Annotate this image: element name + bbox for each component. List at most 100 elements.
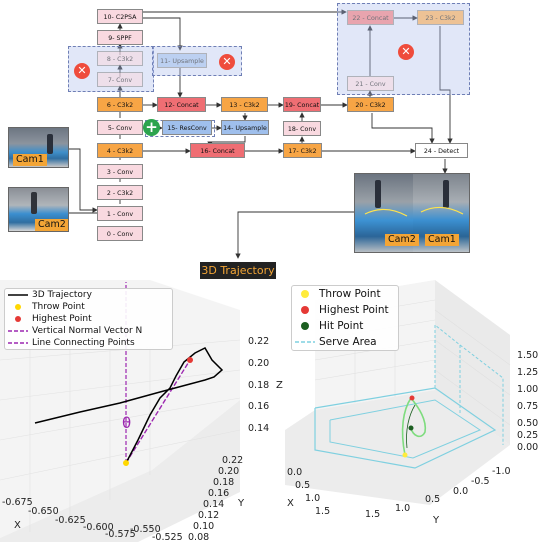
legend-label: 3D Trajectory: [32, 290, 92, 300]
node-conv-1: 1 - Conv: [97, 206, 143, 221]
legend-item: Line Connecting Points: [5, 337, 172, 349]
dot-swatch: [8, 315, 28, 323]
node-conv-18: 18- Conv: [283, 121, 321, 136]
node-upsample-14: 14- Upsample: [221, 120, 269, 135]
right-plot-legend: Throw Point Highest Point Hit Point Serv…: [291, 285, 399, 351]
z-axis-label: Z: [276, 380, 283, 391]
diagram-connectors: [68, 9, 453, 259]
theta-label: θ: [122, 414, 131, 432]
x-tick: -0.675: [2, 497, 33, 508]
cam1-frame: Cam1: [8, 127, 69, 168]
legend-label: Highest Point: [32, 314, 92, 324]
cam2-frame: Cam2: [8, 187, 69, 232]
remove-icon: ✕: [398, 44, 414, 60]
y-axis-label: Y: [237, 498, 245, 509]
z-tick: 0.14: [248, 423, 269, 434]
z-tick: 1.50: [517, 350, 538, 361]
throw-point-marker: [123, 460, 129, 466]
y-tick: 0.22: [222, 455, 243, 466]
x-tick: 0.5: [295, 480, 310, 491]
cam2-label: Cam2: [35, 219, 68, 231]
node-concat-12: 12- Concat: [157, 97, 206, 112]
legend-item: 3D Trajectory: [5, 289, 172, 301]
node-concat-16: 16- Concat: [190, 143, 245, 158]
legend-item: Throw Point: [5, 301, 172, 313]
y-tick: -1.0: [492, 466, 511, 477]
z-tick: 1.25: [517, 367, 538, 378]
node-c2psa: 10- C2PSA: [97, 9, 143, 24]
legend-item: Throw Point: [292, 286, 398, 302]
dashed-swatch: [8, 341, 28, 345]
y-tick: 0.5: [425, 494, 440, 505]
highest-point-marker: [187, 357, 193, 363]
x-tick: -0.600: [83, 522, 114, 533]
x-tick: -0.625: [55, 515, 86, 526]
y-tick: 0.16: [208, 488, 229, 499]
legend-item: Highest Point: [5, 313, 172, 325]
x-tick: -0.575: [105, 529, 136, 540]
legend-item: Vertical Normal Vector N: [5, 325, 172, 337]
y-tick: 0.14: [203, 499, 224, 510]
legend-item: Hit Point: [292, 318, 398, 334]
node-concat-19: 19- Concat: [283, 97, 321, 112]
node-conv-7: 7- Conv: [97, 72, 143, 87]
throw-point-marker: [402, 452, 408, 458]
legend-label: Throw Point: [319, 288, 381, 300]
y-tick: 1.5: [365, 509, 380, 520]
y-tick: -0.5: [471, 476, 490, 487]
dot-swatch: [295, 289, 315, 299]
z-tick: 0.25: [517, 430, 538, 441]
legend-label: Vertical Normal Vector N: [32, 326, 143, 336]
y-tick: 0.20: [218, 466, 239, 477]
x-tick: -0.550: [130, 524, 161, 535]
y-tick: 0.08: [188, 532, 209, 542]
z-tick: 0.22: [248, 336, 269, 347]
z-tick: 1.00: [517, 384, 538, 395]
cam2-output-label: Cam2: [385, 234, 419, 246]
remove-icon: ✕: [74, 63, 90, 79]
cam1-label: Cam1: [13, 154, 47, 166]
legend-label: Throw Point: [32, 302, 85, 312]
add-icon: +: [143, 119, 160, 136]
y-tick: 0.10: [193, 521, 214, 532]
hit-point-marker: [408, 425, 414, 431]
node-c3k2-20: 20 - C3k2: [347, 97, 394, 112]
y-tick: 1.0: [395, 503, 410, 514]
node-conv-21: 21 - Conv: [347, 76, 394, 91]
remove-icon: ✕: [219, 54, 235, 70]
legend-item: Highest Point: [292, 302, 398, 318]
x-axis-label: X: [287, 498, 294, 509]
z-tick: 0.18: [248, 380, 269, 391]
dot-swatch: [295, 321, 315, 331]
legend-item: Serve Area: [292, 334, 398, 350]
detection-output-frame: Cam2 Cam1: [354, 173, 470, 253]
legend-label: Highest Point: [319, 304, 389, 316]
node-c3k2-2: 2 - C3k2: [97, 185, 143, 200]
x-tick: -0.525: [152, 532, 183, 542]
node-detect-24: 24 - Detect: [415, 143, 468, 158]
node-concat-22: 22 - Concat: [347, 10, 394, 25]
x-tick: -0.650: [28, 506, 59, 517]
y-tick: 0.12: [198, 510, 219, 521]
node-resconv-15: 15- ResConv: [162, 120, 212, 135]
node-conv-3: 3 - Conv: [97, 164, 143, 179]
y-axis-label: Y: [432, 515, 440, 526]
node-upsample-11: 11- Upsample: [157, 53, 207, 68]
node-c3k2-17: 17- C3k2: [283, 143, 322, 158]
z-tick: 0.20: [248, 358, 269, 369]
trajectory-title: 3D Trajectory: [200, 262, 276, 279]
dot-swatch: [295, 305, 315, 315]
z-tick: 0.50: [517, 418, 538, 429]
node-c3k2-23: 23 - C3k2: [417, 10, 464, 25]
x-tick: 1.5: [315, 506, 330, 517]
cam1-output-label: Cam1: [425, 234, 459, 246]
x-axis-label: X: [14, 520, 21, 531]
z-tick: 0.75: [517, 401, 538, 412]
y-tick: 0.18: [213, 477, 234, 488]
node-conv-0: 0 - Conv: [97, 226, 143, 241]
z-tick: 0.16: [248, 401, 269, 412]
node-c3k2-13: 13 - C3k2: [221, 97, 268, 112]
node-c3k2-8: 8 - C3k2: [97, 51, 143, 66]
dashed-swatch: [295, 340, 315, 344]
